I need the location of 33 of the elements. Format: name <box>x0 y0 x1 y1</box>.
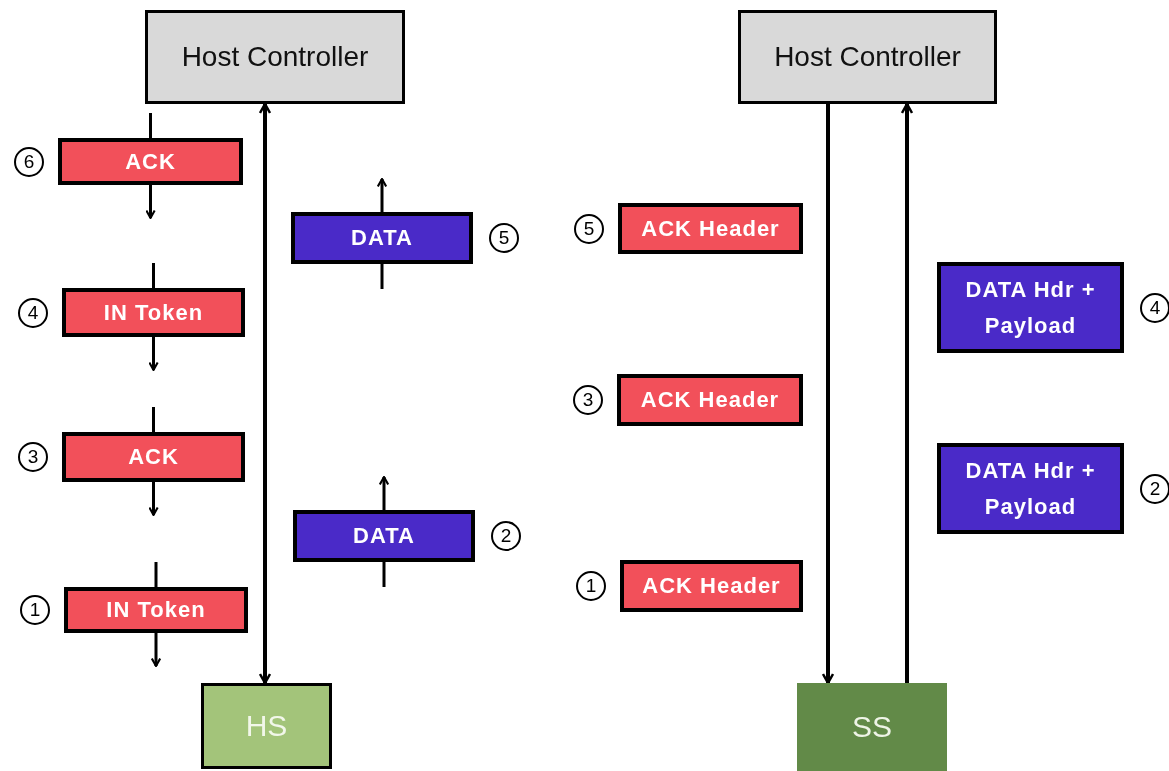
packet-label: IN Token <box>102 299 205 326</box>
packet-label: DATA Hdr + Payload <box>964 276 1097 340</box>
step-number: 4 <box>1140 292 1169 323</box>
box-label: Host Controller <box>180 41 370 73</box>
step-number: 3 <box>573 385 603 415</box>
controller-box <box>145 10 405 104</box>
packet-label: ACK Header <box>639 387 781 413</box>
packet-label: DATA <box>350 224 414 253</box>
packet-label: ACK Header <box>640 215 781 242</box>
step-number: 4 <box>18 297 48 328</box>
packet-label: ACK Header <box>641 573 782 599</box>
port-box <box>201 683 332 769</box>
box-label: Host Controller <box>773 41 962 73</box>
step-number: 3 <box>18 442 48 472</box>
packet-label: ACK <box>127 444 180 470</box>
step-number: 1 <box>576 571 606 601</box>
arrow <box>258 102 272 685</box>
packet-label: DATA <box>352 522 416 551</box>
step-number: 2 <box>1140 473 1169 504</box>
step-number: 2 <box>491 521 521 551</box>
box-label: HS <box>244 709 289 743</box>
packet-label: ACK <box>124 148 177 175</box>
arrow <box>821 104 835 685</box>
step-number: 5 <box>574 213 604 244</box>
step-number: 1 <box>20 595 50 625</box>
packet-label: DATA Hdr + Payload <box>964 457 1097 521</box>
step-number: 5 <box>489 223 519 253</box>
arrow <box>900 102 914 683</box>
packet-label: IN Token <box>105 597 207 623</box>
controller-box <box>738 10 997 104</box>
box-label: SS <box>851 710 893 744</box>
port-box <box>797 683 947 771</box>
step-number: 6 <box>14 146 44 177</box>
